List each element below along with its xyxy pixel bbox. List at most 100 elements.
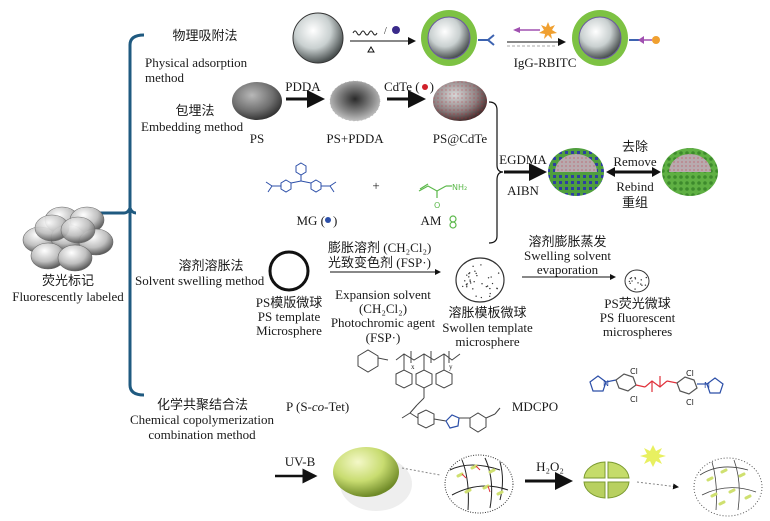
particle-dot	[468, 276, 470, 278]
particle-dot	[466, 284, 468, 286]
ps-pdda-sphere	[329, 80, 381, 122]
mdcpo-label: MDCPO	[511, 399, 559, 414]
particle-dot	[489, 292, 491, 295]
expansion-solvent-formula: (CH₂Cl₂)	[358, 301, 408, 316]
physical-sphere-bare	[292, 12, 344, 64]
particle-dot	[490, 276, 492, 278]
am-legend-icon	[449, 215, 457, 229]
rbitc-dye-icon	[539, 22, 557, 39]
cdte-red-dot-icon	[421, 84, 428, 90]
physical-arrow-2	[507, 22, 566, 47]
mg-label: MG (	[296, 213, 325, 228]
methoxyphenyl-group	[459, 407, 501, 433]
swelling-title-en: Solvent swelling method	[135, 273, 265, 288]
p-s-co-tet-label: P (S-co-Tet)	[286, 399, 349, 414]
p-s-co-tet-structure	[357, 349, 461, 429]
particle-dot	[468, 272, 471, 274]
photochromic-agent-en: Photochromic agent	[330, 315, 436, 330]
physical-title-en-2: method	[145, 70, 184, 85]
root-label-cn: 荧光标记	[41, 273, 94, 288]
cl-label-4: Cl	[686, 398, 694, 407]
physical-sphere-coated	[421, 10, 495, 66]
particle-dot	[491, 282, 494, 285]
fragmented-microsphere	[583, 461, 630, 499]
cl-label-3: Cl	[686, 369, 694, 378]
ps-fluorescent-en-1: PS fluorescent	[599, 310, 676, 325]
expansion-solvent-en: Expansion solvent	[335, 287, 431, 302]
particle-dot	[466, 286, 468, 288]
particle-dot	[475, 272, 477, 275]
remove-label-cn: 去除	[621, 139, 648, 154]
cdte-label-close: )	[429, 79, 434, 94]
swollen-template-cn: 溶胀模板微球	[448, 305, 527, 320]
cl-label-2: Cl	[630, 395, 638, 404]
particle-dot	[461, 285, 464, 288]
particle-dot	[631, 280, 633, 282]
h2o2-label: H₂O₂	[536, 459, 564, 474]
remove-rebind-arrow	[606, 167, 661, 177]
dotted-link-1	[401, 467, 441, 476]
particle-dot	[469, 280, 471, 283]
swelling-title-cn: 溶剂溶胀法	[178, 258, 244, 273]
tetrazole-ring	[445, 414, 460, 429]
uvb-label: UV-B	[284, 454, 316, 469]
physical-arrow-1: /	[350, 26, 416, 53]
ps-template-circle	[268, 250, 310, 292]
physical-title-en-1: Physical adsorption	[145, 55, 248, 70]
yellow-green-microsphere	[333, 447, 412, 511]
particle-dot	[634, 288, 636, 290]
particle-dot	[464, 280, 466, 282]
embedding-brace	[488, 101, 504, 244]
ps-cdte-label: PS@CdTe	[432, 131, 488, 146]
heat-delta-icon	[367, 46, 375, 53]
cdte-label-text: CdTe (	[384, 79, 420, 94]
am-nh2-label: NH₂	[452, 183, 468, 192]
photochromic-agent-cn: 光致变色剂 (FSP·)	[328, 255, 431, 270]
ps-sphere	[232, 82, 282, 120]
particle-dot	[473, 281, 475, 283]
cl-label-1: Cl	[630, 367, 638, 376]
pdda-arrow-label: PDDA	[285, 79, 321, 94]
mdcpo-molecule	[589, 373, 724, 395]
root-label-en: Fluorescently labeled	[12, 289, 124, 304]
particle-dot	[466, 274, 468, 276]
remove-label-en: Remove	[613, 154, 657, 169]
am-molecule	[418, 183, 452, 198]
plus-sign: +	[372, 178, 380, 193]
particle-dot	[476, 274, 478, 277]
particle-dot	[472, 288, 474, 290]
particle-dot	[474, 270, 476, 272]
physical-title-cn: 物理吸附法	[172, 28, 238, 43]
particle-dot	[641, 284, 643, 286]
igg-rbitc-label: IgG-RBITC	[513, 55, 577, 70]
particle-dot	[634, 278, 637, 280]
template-label-en-1: PS template	[257, 309, 321, 324]
particle-dot	[634, 277, 636, 279]
particle-dot	[637, 282, 639, 284]
chemical-title-en-1: Chemical copolymerization	[129, 412, 275, 427]
ps-label: PS	[249, 131, 265, 146]
particle-dot	[480, 264, 482, 266]
template-label-en-2: Microsphere	[256, 323, 322, 338]
am-label: AM	[420, 213, 442, 228]
polymer-label-pre: P (S-	[286, 399, 312, 414]
am-oxygen-label: O	[434, 201, 441, 210]
light-emission-burst-icon	[640, 445, 666, 467]
evaporation-label-cn: 溶剂膨胀蒸发	[528, 234, 607, 249]
physical-sphere-labeled	[572, 10, 660, 66]
embedding-title-cn: 包埋法	[175, 103, 215, 118]
ps-cdte-sphere	[433, 81, 487, 121]
particle-dot	[469, 279, 471, 281]
particle-dot	[629, 282, 631, 285]
particle-dot	[466, 283, 468, 285]
mg-label-close: )	[333, 213, 338, 228]
n-label-2: N	[704, 381, 710, 390]
svg-text:/: /	[384, 26, 387, 37]
n-label-1: N	[603, 379, 609, 388]
mg-molecule	[265, 162, 337, 193]
rebind-label-cn: 重组	[621, 195, 648, 210]
particle-dot	[497, 272, 500, 274]
polymer-label-post: -Tet)	[324, 399, 350, 414]
catalyst-icon	[392, 26, 400, 34]
